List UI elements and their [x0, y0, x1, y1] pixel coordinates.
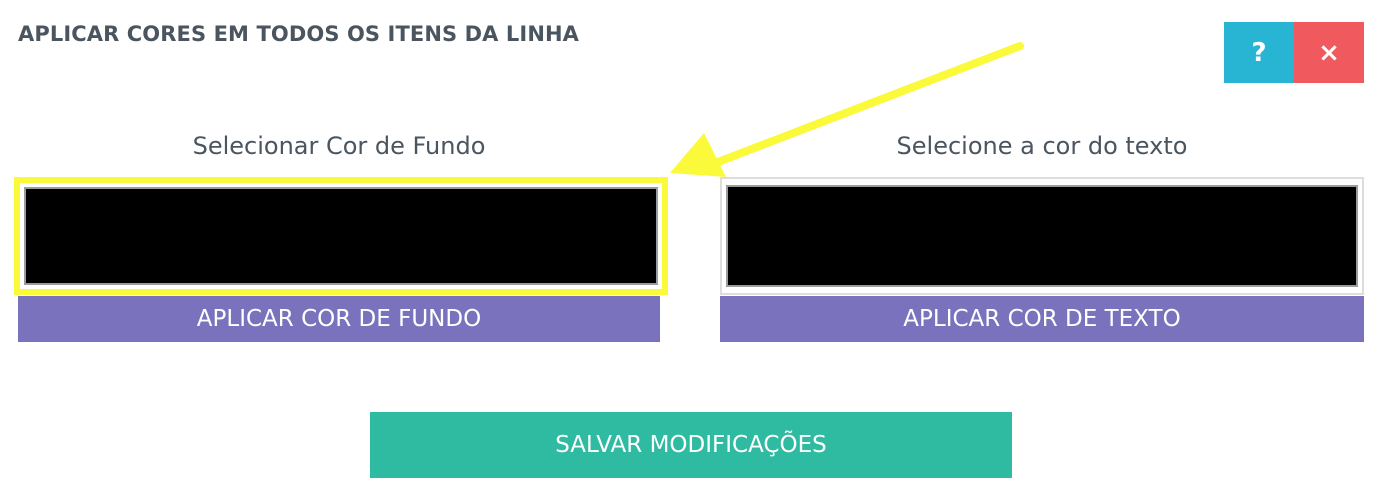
close-button[interactable]: ×	[1294, 22, 1364, 83]
apply-text-color-button[interactable]: APLICAR COR DE TEXTO	[720, 296, 1364, 342]
question-icon: ?	[1251, 37, 1267, 68]
background-color-highlight	[14, 177, 668, 295]
dialog-title: APLICAR CORES EM TODOS OS ITENS DA LINHA	[18, 22, 580, 46]
text-color-label: Selecione a cor do texto	[896, 132, 1188, 160]
save-changes-button[interactable]: SALVAR MODIFICAÇÕES	[370, 412, 1012, 478]
help-button[interactable]: ?	[1224, 22, 1294, 83]
apply-background-color-button[interactable]: APLICAR COR DE FUNDO	[18, 296, 660, 342]
background-color-label: Selecionar Cor de Fundo	[192, 132, 486, 160]
text-color-picker-frame	[720, 177, 1364, 295]
text-color-picker[interactable]	[726, 185, 1358, 287]
background-color-picker[interactable]	[24, 187, 658, 285]
close-icon: ×	[1318, 37, 1340, 68]
